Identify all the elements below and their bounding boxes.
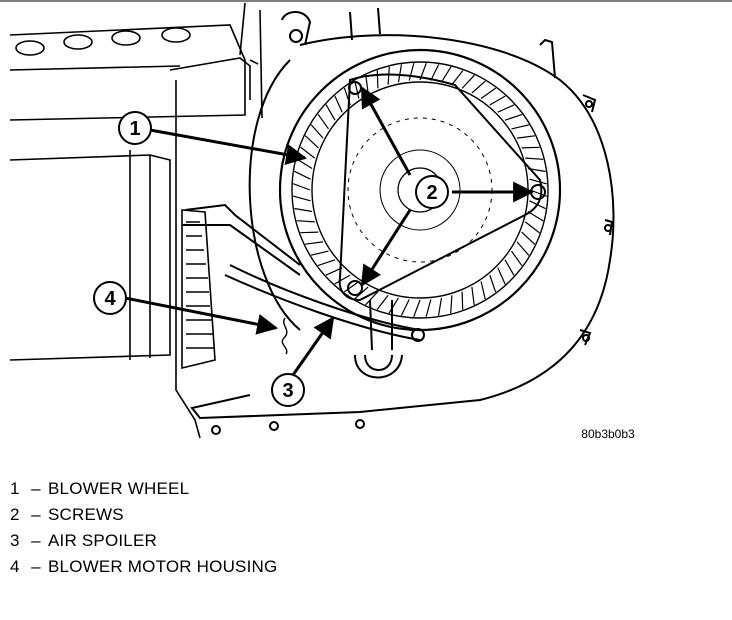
wheel-fin (430, 64, 440, 81)
legend-item: 3–AIR SPOILER (10, 528, 277, 554)
wheel-fin (480, 87, 497, 99)
wheel-fin (317, 113, 329, 130)
wheel-fin (451, 70, 464, 86)
blower-housing (190, 7, 615, 435)
wheel-fin (461, 74, 475, 89)
wheel-fin (300, 231, 319, 234)
wheel-fin (437, 297, 443, 316)
wheel-fin (489, 95, 506, 106)
leader-lines (124, 86, 535, 376)
screw-right (530, 184, 546, 200)
wheel-fin (527, 210, 544, 222)
wheel-fin (408, 62, 415, 81)
wheel-fin (376, 294, 389, 310)
legend-text: BLOWER WHEEL (48, 479, 190, 498)
wheel-fin (489, 274, 497, 293)
callout-1-label: 1 (129, 118, 140, 140)
leader-2a (360, 86, 412, 176)
legend-text: SCREWS (48, 505, 124, 524)
legend-item: 4–BLOWER MOTOR HOUSING (10, 554, 277, 580)
wheel-fin (317, 259, 336, 267)
blower-diagram: 1 2 4 3 80b3b0b3 (0, 0, 732, 441)
wheel-fin (334, 274, 351, 285)
wheel-fin (325, 104, 336, 121)
leader-3 (291, 316, 335, 376)
wheel-fin (497, 267, 506, 285)
housing-marker (281, 317, 288, 355)
wheel-fin (400, 299, 410, 316)
wheel-fin (516, 241, 530, 256)
wheel-fin (334, 95, 343, 113)
wheel-fin (480, 281, 486, 300)
heater-case (9, 2, 263, 439)
wheel-fin (511, 250, 523, 267)
legend-text: AIR SPOILER (48, 531, 157, 550)
wheel-fin (413, 299, 421, 318)
callout-4: 4 (93, 281, 127, 315)
wheel-fin (516, 135, 535, 139)
callout-1: 1 (118, 111, 152, 145)
wheel-fin (521, 231, 536, 245)
callout-4-label: 4 (104, 288, 116, 310)
wheel-fin (425, 299, 432, 318)
callout-3-label: 3 (282, 380, 293, 402)
callout-2: 2 (415, 175, 449, 209)
legend-item: 2–SCREWS (10, 502, 277, 528)
legend-dash: – (31, 505, 41, 524)
wheel-fin (471, 286, 475, 305)
wheel-fin (292, 195, 311, 202)
legend: 1–BLOWER WHEEL 2–SCREWS 3–AIR SPOILER 4–… (10, 476, 277, 580)
legend-dash: – (31, 531, 41, 550)
wheel-fin (376, 70, 379, 89)
leader-1 (149, 128, 308, 165)
wheel-fin (504, 113, 523, 121)
legend-text: BLOWER MOTOR HOUSING (48, 557, 278, 576)
wheel-fin (529, 178, 548, 185)
wheel-fin (305, 241, 324, 245)
blower-wheel (278, 48, 562, 332)
wheel-fin (343, 281, 360, 293)
wheel-fin (365, 291, 379, 306)
legend-dash: – (31, 479, 41, 498)
leader-4 (124, 296, 279, 335)
wheel-fin (504, 259, 515, 276)
wheel-fin (365, 75, 369, 94)
figure-id: 80b3b0b3 (581, 427, 635, 441)
legend-num: 2 (10, 505, 20, 524)
wheel-fin (388, 297, 400, 314)
legend-num: 1 (10, 479, 20, 498)
wheel-fin (354, 80, 360, 99)
callout-2-label: 2 (426, 182, 437, 204)
wheel-fin (397, 64, 403, 83)
wheel-fin (296, 158, 313, 170)
wheel-fin (511, 124, 530, 130)
wheel-fin (387, 66, 390, 85)
wheel-fin (521, 146, 540, 149)
wheel-fin (296, 220, 315, 223)
wheel-fin (450, 295, 453, 314)
legend-num: 3 (10, 531, 20, 550)
wheel-fin (292, 183, 311, 191)
wheel-fin (440, 66, 452, 83)
wheel-fin (294, 170, 311, 180)
legend-dash: – (31, 557, 41, 576)
wheel-fin (471, 80, 486, 94)
wheel-fin (497, 104, 515, 113)
wheel-fin (354, 286, 369, 300)
legend-item: 1–BLOWER WHEEL (10, 476, 277, 502)
wheel-fin (524, 221, 540, 234)
wheel-fin (461, 291, 464, 310)
leader-2c (360, 209, 412, 287)
callout-3: 3 (271, 373, 305, 407)
legend-num: 4 (10, 557, 20, 576)
wheel-fin (310, 250, 329, 256)
wheel-fin (304, 135, 319, 149)
wheel-fin (310, 124, 324, 139)
wheel-fin (294, 207, 313, 213)
screw-bottom (347, 280, 363, 296)
wheel-fin (525, 157, 544, 160)
air-spoiler (182, 203, 425, 379)
